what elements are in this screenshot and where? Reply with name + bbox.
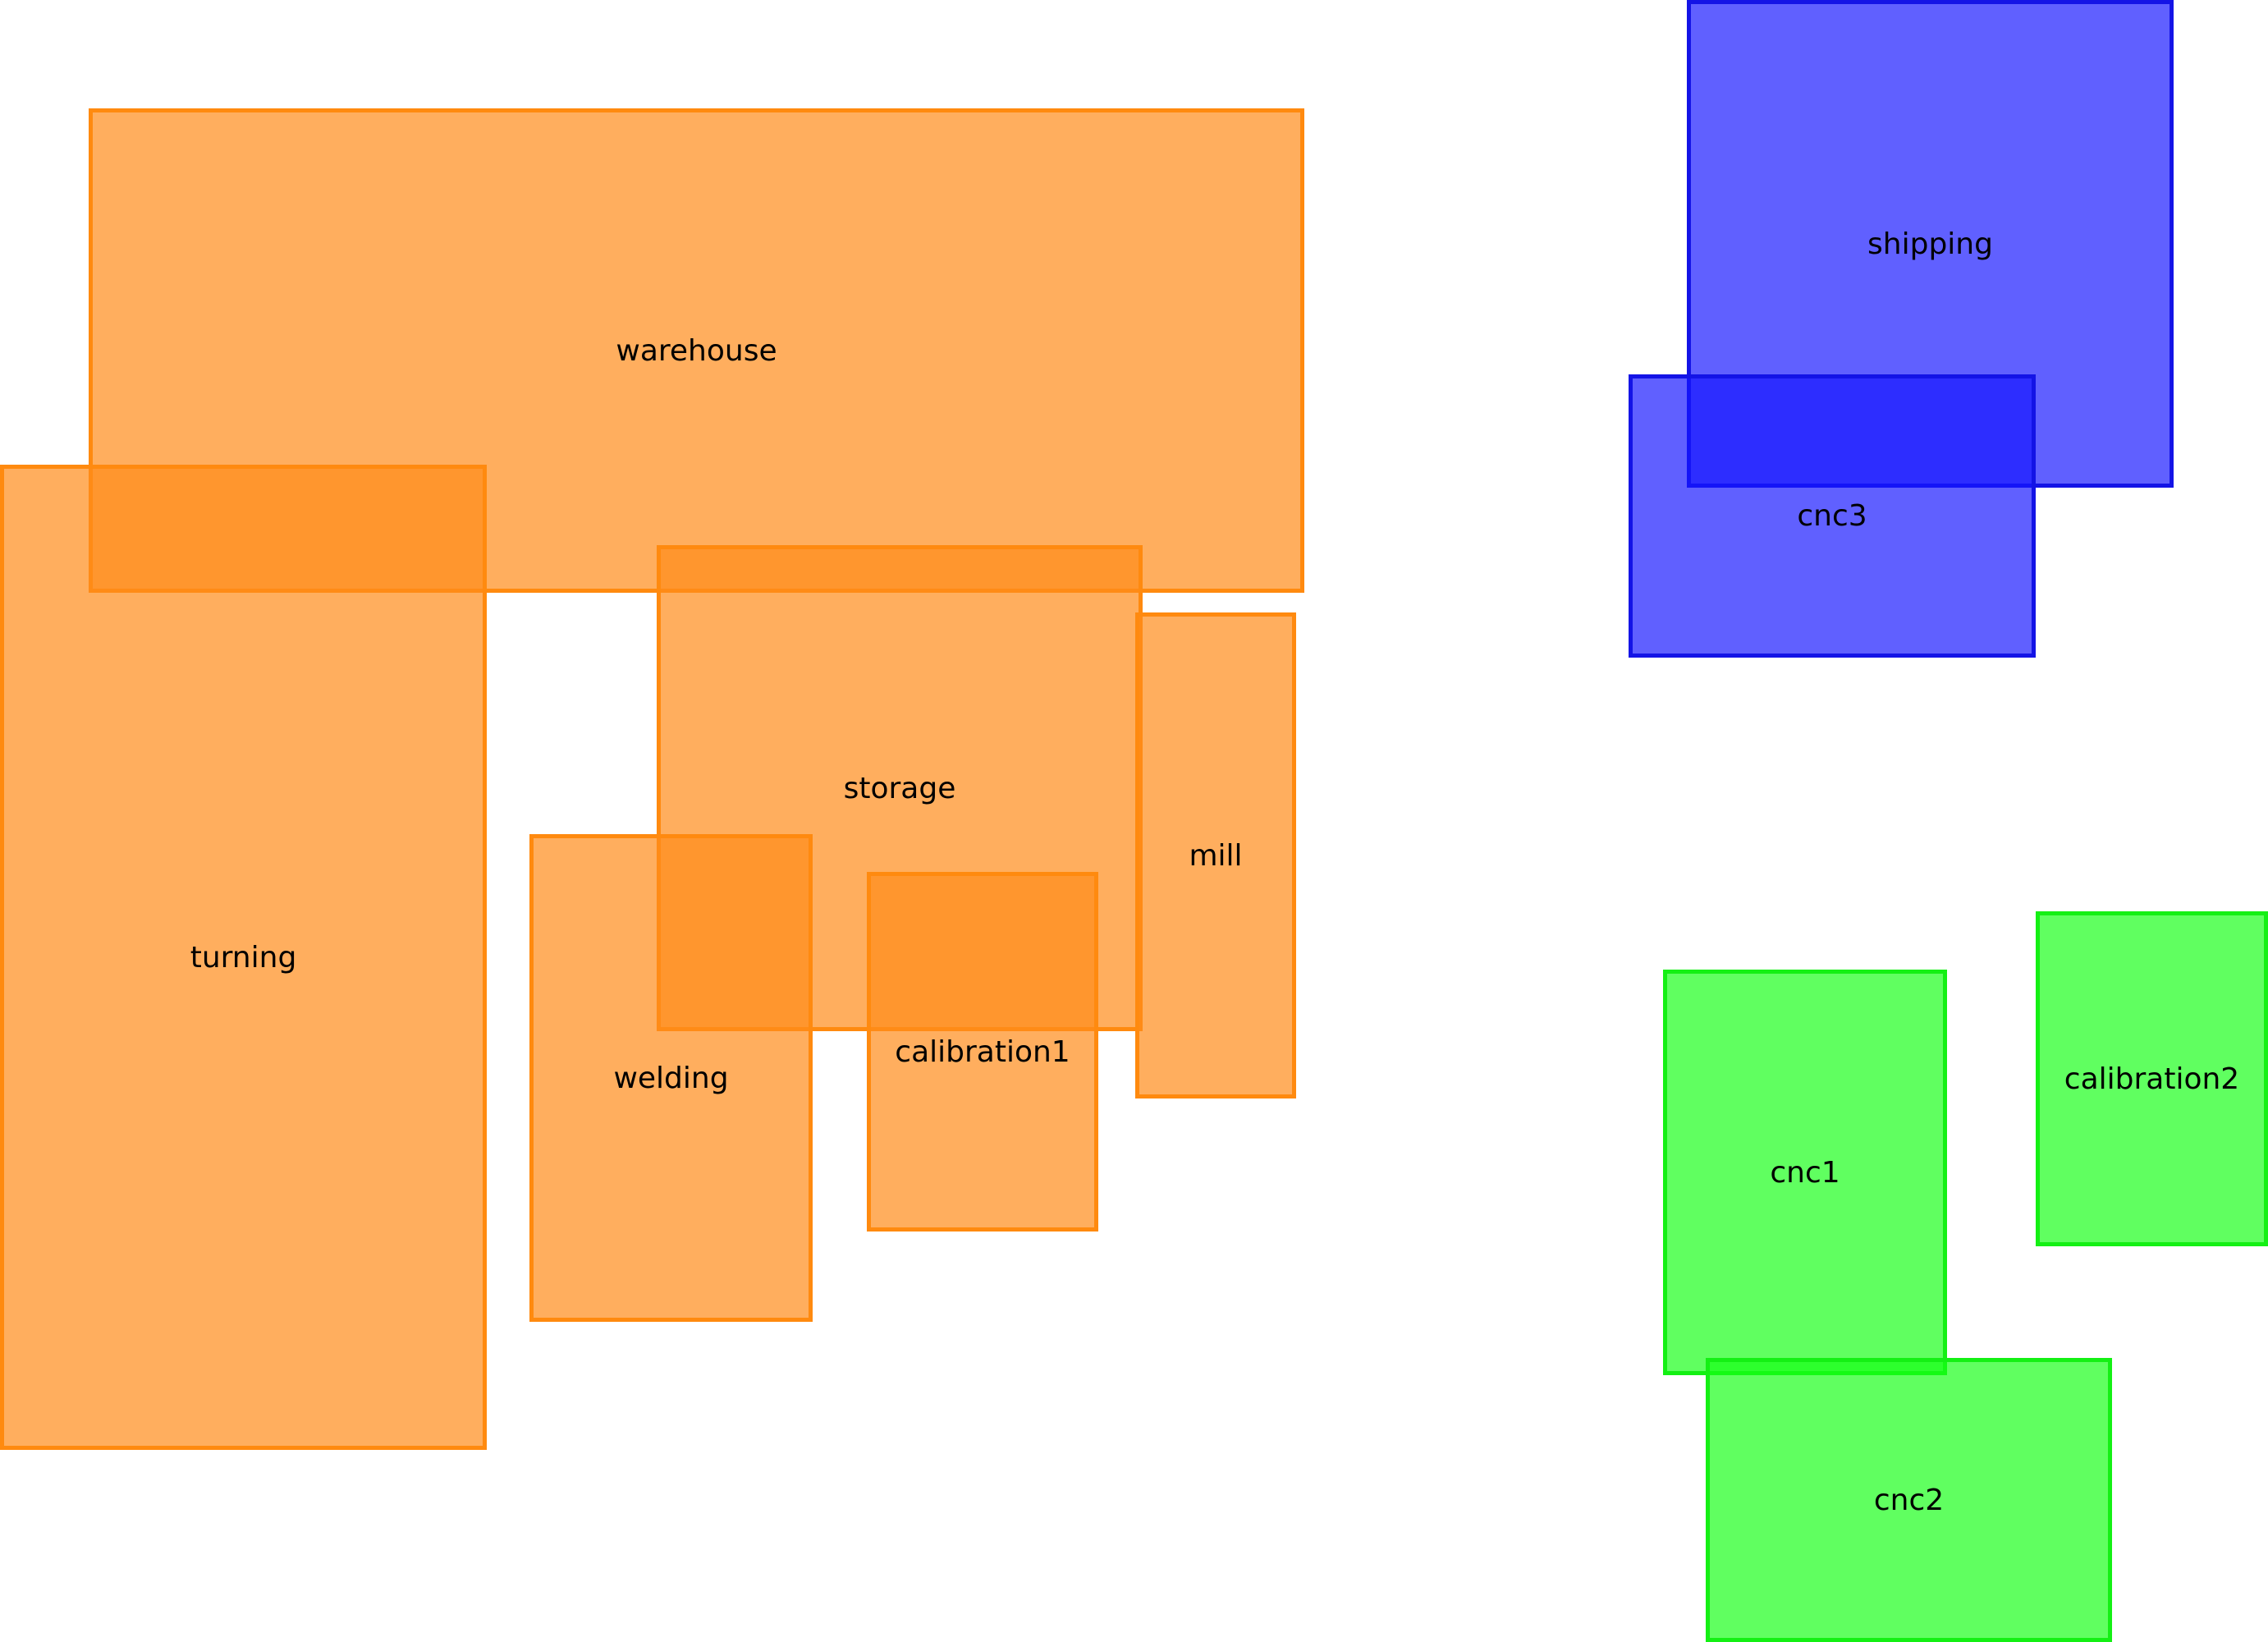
zone-turning: turning	[0, 465, 487, 1450]
zone-label-calibration1: calibration1	[895, 1034, 1070, 1069]
zone-label-storage: storage	[843, 771, 956, 805]
zone-cnc3: cnc3	[1629, 374, 2036, 658]
zone-label-welding: welding	[613, 1061, 729, 1095]
zone-label-mill: mill	[1189, 838, 1243, 873]
zone-label-shipping: shipping	[1867, 227, 1993, 261]
zone-welding: welding	[529, 834, 813, 1322]
zone-label-turning: turning	[190, 940, 297, 975]
zone-cnc2: cnc2	[1706, 1358, 2112, 1642]
zone-label-cnc1: cnc1	[1770, 1155, 1840, 1190]
zone-label-cnc3: cnc3	[1797, 499, 1867, 533]
zone-mill: mill	[1135, 612, 1296, 1098]
zone-calibration2: calibration2	[2036, 911, 2268, 1246]
zone-cnc1: cnc1	[1663, 970, 1947, 1375]
zone-label-cnc2: cnc2	[1873, 1483, 1945, 1517]
zone-calibration1: calibration1	[867, 872, 1098, 1232]
zone-label-warehouse: warehouse	[616, 333, 777, 368]
zone-label-calibration2: calibration2	[2064, 1062, 2240, 1096]
